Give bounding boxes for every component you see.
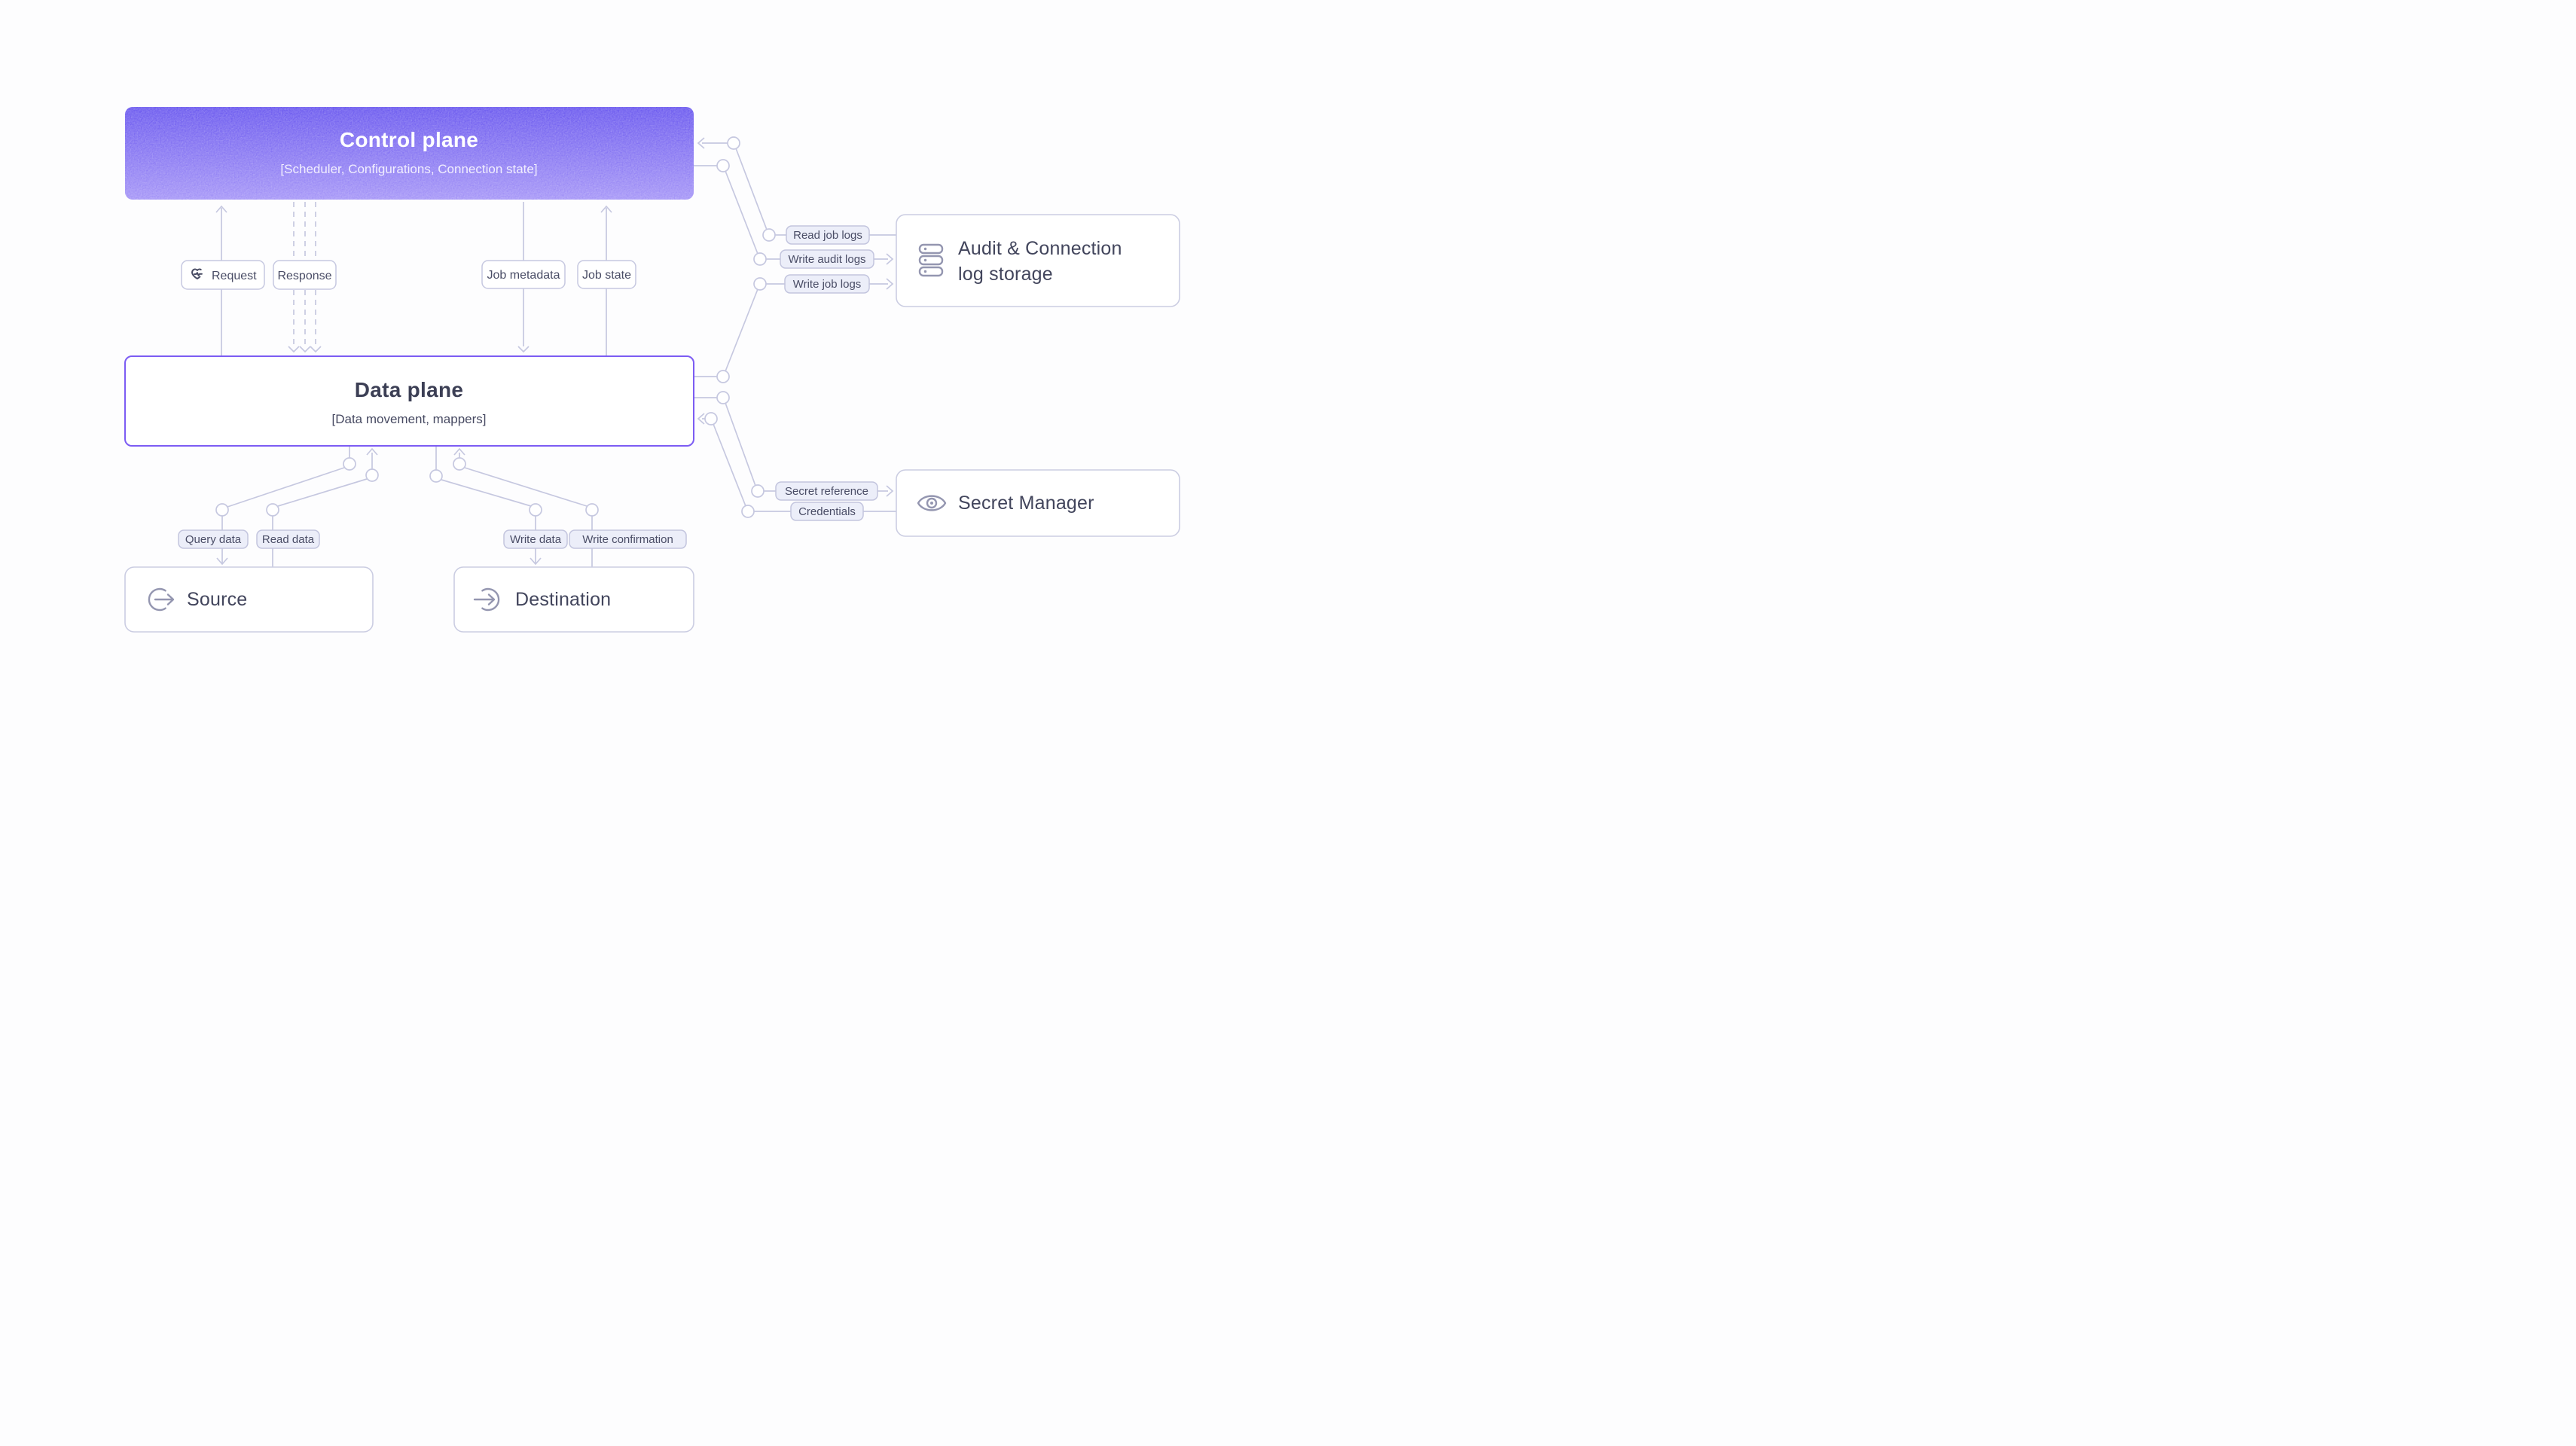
audit-log-storage-box: Audit & Connection log storage — [896, 214, 1180, 307]
arrow-right-icon — [886, 253, 894, 265]
arrow-down-icon — [530, 557, 542, 566]
query-data-label: Query data — [178, 529, 249, 549]
destination-box-title: Destination — [515, 589, 611, 610]
write-audit-logs-label: Write audit logs — [780, 249, 874, 269]
arrow-down-icon — [310, 346, 322, 353]
control-plane-title: Control plane — [340, 128, 478, 151]
credentials-edge — [697, 413, 896, 512]
destination-box: Destination — [453, 566, 694, 633]
control-plane-box: Control plane [Scheduler, Configurations… — [125, 107, 694, 200]
svg-text:Job state: Job state — [582, 269, 631, 282]
svg-text:Read data: Read data — [262, 533, 315, 546]
read-job-logs-edge — [697, 137, 896, 236]
arrow-down-icon — [517, 346, 530, 353]
svg-text:Secret reference: Secret reference — [785, 485, 868, 498]
database-stack-icon — [918, 243, 944, 277]
source-box-title: Source — [187, 589, 247, 610]
svg-text:Query data: Query data — [185, 533, 242, 546]
control-plane-subtitle: [Scheduler, Configurations, Connection s… — [280, 162, 537, 176]
arrow-up-icon — [600, 205, 612, 213]
arrow-down-icon — [288, 346, 300, 353]
arrow-down-icon — [216, 557, 228, 566]
write-job-logs-edge — [694, 278, 894, 377]
arrow-left-icon — [697, 413, 705, 425]
svg-text:Credentials: Credentials — [798, 505, 856, 518]
svg-text:Write confirmation: Write confirmation — [582, 533, 673, 546]
secret-reference-label: Secret reference — [775, 481, 878, 501]
svg-text:Write job logs: Write job logs — [793, 278, 862, 291]
source-box: Source — [124, 566, 374, 633]
svg-text:Job metadata: Job metadata — [487, 269, 560, 282]
secret-reference-edge — [694, 397, 894, 497]
eye-icon — [917, 495, 947, 511]
edge-labels: Request Response Job metadata Job state … — [178, 225, 878, 549]
svg-text:Write data: Write data — [510, 533, 562, 546]
write-audit-logs-edge — [694, 165, 894, 265]
audit-box-title-line1: Audit & Connection — [958, 238, 1122, 259]
arrow-down-icon — [299, 346, 311, 353]
arrow-out-of-circle-icon — [148, 587, 175, 612]
arrow-up-icon — [215, 205, 227, 213]
heart-pulse-icon — [191, 268, 203, 279]
svg-text:Request: Request — [212, 270, 257, 282]
architecture-diagram: Control plane [Scheduler, Configurations… — [0, 0, 1288, 723]
write-data-label: Write data — [503, 529, 568, 549]
read-data-label: Read data — [256, 529, 320, 549]
credentials-label: Credentials — [790, 502, 864, 521]
audit-box-title-line2: log storage — [958, 264, 1053, 285]
job-metadata-label: Job metadata — [481, 260, 566, 289]
arrow-left-icon — [697, 137, 705, 149]
write-confirmation-edge — [453, 447, 593, 567]
data-plane-subtitle: [Data movement, mappers] — [331, 412, 486, 426]
arrow-up-icon — [366, 447, 378, 456]
svg-text:Write audit logs: Write audit logs — [788, 253, 865, 266]
request-label: Request — [181, 260, 265, 290]
data-plane-box: Data plane [Data movement, mappers] — [124, 355, 694, 447]
write-confirmation-label: Write confirmation — [569, 529, 687, 549]
secret-box-title: Secret Manager — [958, 493, 1094, 514]
arrow-right-icon — [886, 278, 894, 290]
arrow-into-circle-icon — [473, 587, 500, 612]
arrow-up-icon — [453, 447, 465, 456]
data-plane-title: Data plane — [355, 378, 464, 401]
svg-text:Response: Response — [277, 270, 331, 282]
svg-text:Read job logs: Read job logs — [793, 229, 862, 242]
edges — [215, 137, 896, 567]
response-label: Response — [273, 260, 337, 290]
diagram-canvas: Control plane [Scheduler, Configurations… — [124, 107, 1180, 633]
job-state-label: Job state — [577, 260, 636, 289]
arrow-right-icon — [886, 485, 894, 497]
read-job-logs-label: Read job logs — [786, 225, 870, 245]
secret-manager-box: Secret Manager — [896, 469, 1180, 537]
write-job-logs-label: Write job logs — [784, 274, 870, 294]
edge-nodes — [215, 136, 776, 518]
read-data-edge — [272, 447, 378, 567]
